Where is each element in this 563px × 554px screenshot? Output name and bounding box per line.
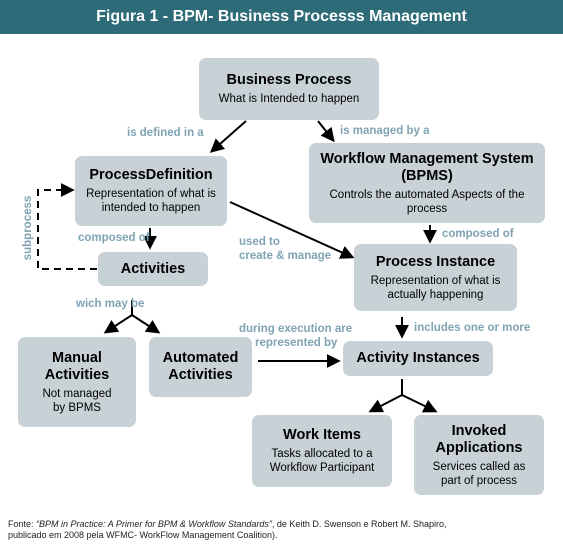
manual-activities-subtitle: Not managed by BPMS [42,387,112,414]
arrow-fork-to-manual [103,314,133,334]
process-instance-title: Process Instance [375,253,496,270]
activity-instances-title: Activity Instances [356,350,480,366]
manual-activities-title: Manual Activities [44,349,110,383]
business-process-subtitle: What is Intended to happen [218,93,360,105]
label-create-manage: create & manage [239,250,332,262]
business-process-title: Business Process [226,72,352,88]
label-subprocess: subprocess [22,195,34,261]
invoked-applications-subtitle: Services called as part of process [432,460,526,487]
source-footnote: Fonte: “BPM in Practice: A Primer for BP… [8,519,556,541]
activities-title: Activities [120,260,186,277]
arrow-pd-to-pi [229,201,355,259]
process-definition-subtitle: Representation of what is intended to ha… [86,188,216,214]
process-definition-title: ProcessDefinition [89,167,213,183]
figure-title: Figura 1 - BPM- Business Processs Manage… [0,0,563,34]
arrow-bp-to-wfms [317,120,335,143]
process-instance-box: Process Instance Representation of what … [354,244,517,311]
label-represented-by: represented by [255,337,338,349]
wfms-title: Workflow Management System (BPMS) [320,150,534,184]
invoked-applications-title: Invoked Applications [435,422,523,456]
work-items-box: Work Items Tasks allocated to a Workflow… [252,415,392,487]
label-composed-of-right: composed of [442,228,514,240]
automated-activities-title: Automated Activities [162,350,239,383]
work-items-subtitle: Tasks allocated to a Workflow Participan… [269,448,375,474]
process-instance-subtitle: Representation of what is actually happe… [370,274,501,301]
business-process-box: Business Process What is Intended to hap… [199,58,379,120]
process-definition-box: ProcessDefinition Representation of what… [75,156,227,226]
activities-box: Activities [98,252,208,286]
footnote-suffix: , de Keith D. Swenson e Robert M. Shapir… [271,519,447,529]
label-used-to: used to [239,236,280,248]
label-wich-may-be: wich may be [76,298,145,310]
wfms-box: Workflow Management System (BPMS) Contro… [309,143,545,223]
label-composed-of-left: composed of [78,232,150,244]
label-during-execution: during execution are [239,323,353,335]
arrow-fork-to-automated [131,314,161,334]
work-items-title: Work Items [283,427,361,443]
wfms-subtitle: Controls the automated Aspects of the pr… [329,188,525,215]
activity-instances-box: Activity Instances [343,341,493,376]
automated-activities-box: Automated Activities [149,337,252,397]
label-is-managed-by: is managed by a [340,125,430,137]
footnote-prefix: Fonte: [8,519,37,529]
arrow-fork-to-work-items [368,394,403,413]
arrow-bp-to-pd [209,120,247,153]
label-includes-one-or-more: includes one or more [414,322,531,334]
manual-activities-box: Manual Activities Not managed by BPMS [18,337,136,427]
arrow-subprocess-loop [37,183,97,270]
label-is-defined-in: is defined in a [127,127,204,139]
footnote-citation: “BPM in Practice: A Primer for BPM & Wor… [36,519,272,529]
invoked-applications-box: Invoked Applications Services called as … [414,415,544,495]
arrow-fork-to-invoked [401,394,438,413]
footnote-line2: publicado em 2008 pela WFMC- WorkFlow Ma… [8,530,278,540]
